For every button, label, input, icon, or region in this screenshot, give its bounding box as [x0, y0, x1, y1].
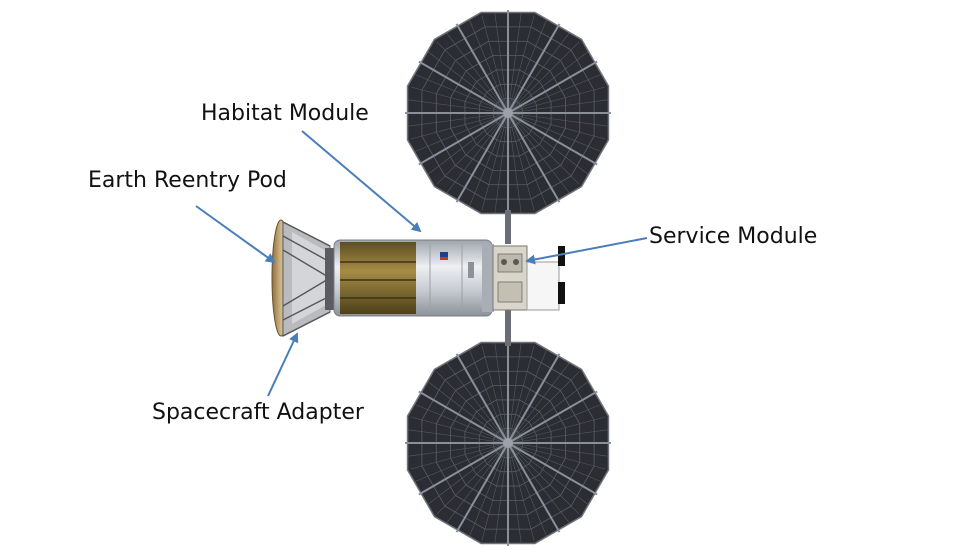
arrow-habitat-module: [301, 130, 422, 233]
label-spacecraft-adapter: Spacecraft Adapter: [152, 400, 364, 425]
solar-array-top: [405, 10, 611, 216]
label-service-module: Service Module: [649, 224, 818, 249]
array-mast-bottom: [505, 308, 511, 346]
arrow-spacecraft-adapter: [267, 332, 299, 397]
array-mast-top: [505, 210, 511, 244]
habitat-module: [333, 239, 494, 317]
arrow-earth-reentry-pod: [195, 205, 276, 264]
solar-array-bottom: [405, 340, 611, 546]
spacecraft-adapter: [271, 219, 334, 337]
label-earth-reentry-pod: Earth Reentry Pod: [88, 168, 287, 193]
service-module: [492, 245, 565, 311]
arrow-service-module: [525, 237, 648, 265]
callout-arrows: [195, 130, 648, 397]
label-habitat-module: Habitat Module: [201, 101, 369, 126]
